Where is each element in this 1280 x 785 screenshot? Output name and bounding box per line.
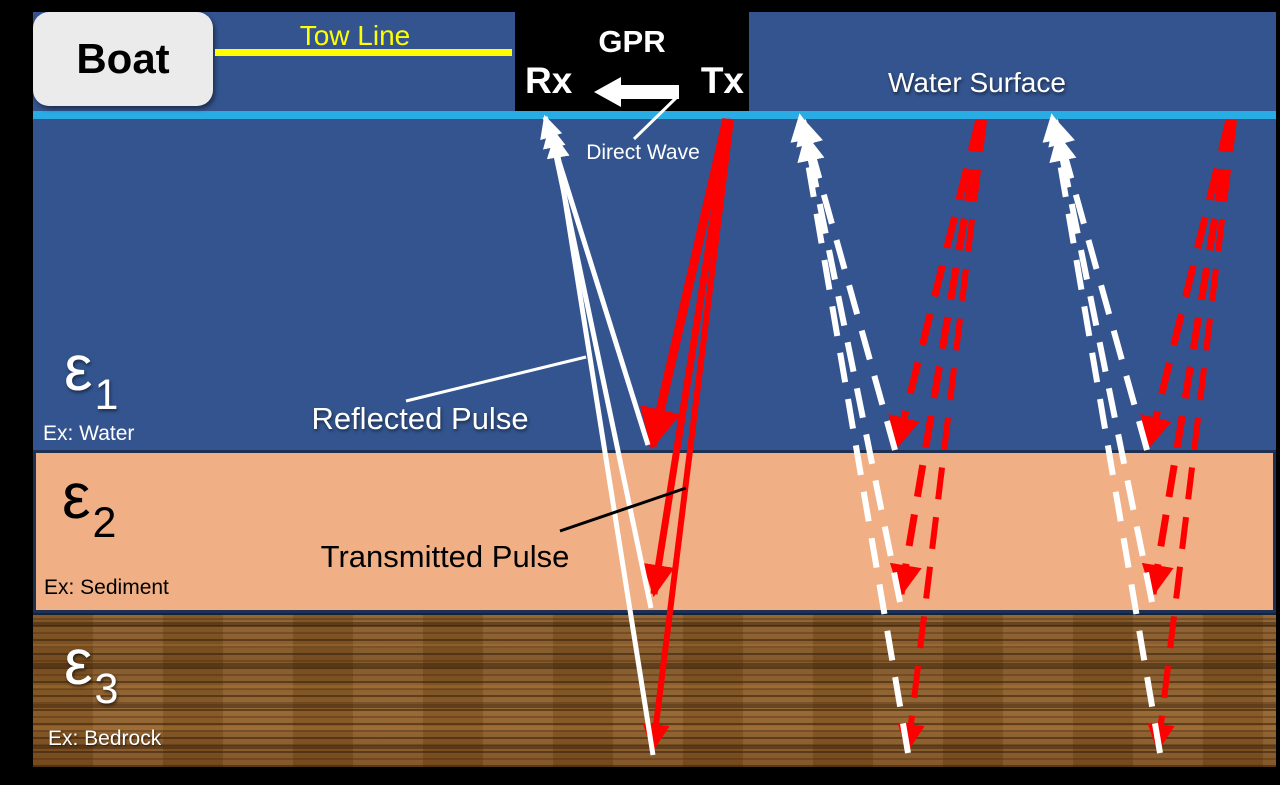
tow-line bbox=[215, 49, 512, 56]
water-surface-label: Water Surface bbox=[888, 67, 1066, 98]
boat-box: Boat bbox=[33, 12, 213, 106]
epsilon-symbol: ε bbox=[62, 460, 91, 532]
boat-label: Boat bbox=[76, 35, 170, 82]
gpr-box: GPR Rx Tx bbox=[515, 0, 749, 111]
layer-3-example-label: Ex: Bedrock bbox=[48, 727, 162, 750]
epsilon-symbol: ε bbox=[64, 332, 93, 404]
water-surface-line bbox=[33, 111, 1276, 119]
epsilon-subscript: 3 bbox=[94, 665, 119, 713]
rx-antenna-label: Rx bbox=[525, 60, 573, 101]
layer-1-example-label: Ex: Water bbox=[43, 422, 135, 445]
epsilon-subscript: 2 bbox=[92, 499, 117, 547]
transmitted-pulse-label: Transmitted Pulse bbox=[320, 539, 570, 574]
epsilon-1-label: ε1 bbox=[64, 336, 118, 417]
reflected-pulse-label: Reflected Pulse bbox=[311, 401, 529, 436]
epsilon-2-label: ε2 bbox=[62, 464, 116, 545]
epsilon-symbol: ε bbox=[64, 626, 93, 698]
tow-line-label: Tow Line bbox=[299, 20, 411, 51]
tx-antenna-label: Tx bbox=[700, 60, 744, 101]
layer-sediment bbox=[33, 450, 1276, 613]
layer-2-example-label: Ex: Sediment bbox=[44, 576, 169, 599]
gpr-label: GPR bbox=[598, 24, 666, 59]
layer-bedrock bbox=[33, 613, 1276, 767]
direct-wave-label: Direct Wave bbox=[586, 141, 700, 164]
epsilon-3-label: ε3 bbox=[64, 630, 118, 711]
epsilon-subscript: 1 bbox=[94, 371, 119, 419]
